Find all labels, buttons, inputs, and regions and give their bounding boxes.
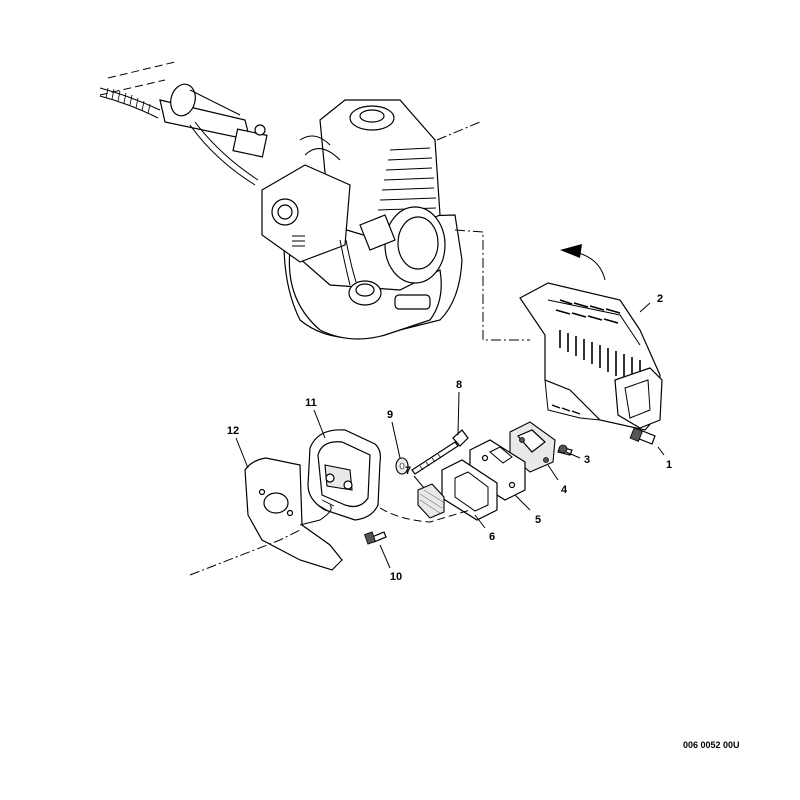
assembly-line-exhaust — [379, 507, 471, 523]
callout-12: 12 — [227, 425, 239, 437]
callout-4: 4 — [561, 484, 568, 496]
assembly-line-shield — [189, 529, 301, 576]
callout-2: 2 — [657, 293, 663, 305]
drawing-code: 006 0052 00U — [683, 740, 740, 750]
callout-3: 3 — [584, 454, 590, 466]
part-1-screw — [629, 427, 656, 445]
callout-6: 6 — [489, 531, 495, 543]
part-11-muffler — [307, 429, 382, 521]
part-10-screw — [364, 531, 387, 545]
callout-10: 10 — [390, 571, 402, 583]
part-7-screen — [417, 483, 445, 519]
rotation-arrow — [560, 244, 606, 281]
engine-assembly — [99, 61, 463, 340]
part-2-shroud-cover — [519, 282, 663, 431]
callout-5: 5 — [535, 514, 541, 526]
part-8-bolt — [411, 429, 469, 475]
part-12-heat-shield — [244, 457, 343, 571]
callouts: 2 1 3 4 5 6 7 8 9 10 11 12 — [227, 293, 672, 583]
callout-1: 1 — [666, 459, 672, 471]
callout-7: 7 — [405, 465, 411, 477]
alignment-line-upper — [436, 121, 481, 141]
leader-lines — [235, 302, 665, 569]
callout-9: 9 — [387, 409, 393, 421]
callout-8: 8 — [456, 379, 462, 391]
part-9-washer — [395, 457, 409, 475]
callout-11: 11 — [305, 397, 317, 409]
alignment-line-to-cover — [454, 229, 530, 341]
